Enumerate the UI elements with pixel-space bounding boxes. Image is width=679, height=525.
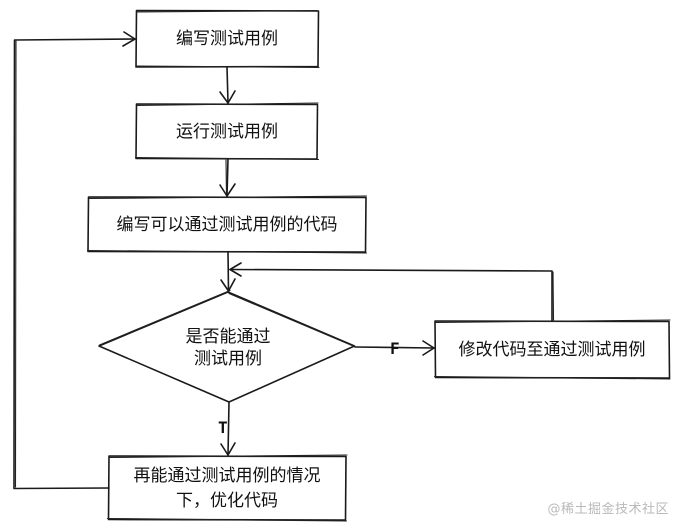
edge-decision-false: F	[354, 339, 435, 358]
node-optimize-line1: 再能通过测试用例的情况	[134, 466, 321, 486]
node-run-test-label: 运行测试用例	[176, 122, 278, 142]
node-decision: 是否能通过 测试用例	[98, 289, 357, 403]
node-write-code-label: 编写可以通过测试用例的代码	[117, 215, 338, 235]
edge-decision-true: T	[218, 401, 236, 456]
node-decision-line2: 测试用例	[194, 349, 262, 369]
node-write-code: 编写可以通过测试用例的代码	[86, 195, 368, 254]
node-fix-code-label: 修改代码至通过测试用例	[459, 340, 646, 360]
node-write-test: 编写测试用例	[135, 9, 320, 69]
edge-optimize-loop-back	[13, 31, 136, 490]
watermark: @稀土掘金技术社区	[547, 502, 669, 517]
node-decision-line1: 是否能通过	[186, 327, 271, 347]
edge-run-test-to-write-code	[219, 158, 236, 197]
edge-true-label: T	[218, 418, 228, 437]
node-write-test-label: 编写测试用例	[176, 29, 278, 49]
edge-write-code-to-decision	[220, 251, 236, 292]
node-optimize-line2: 下，优化代码	[176, 491, 278, 511]
node-optimize: 再能通过测试用例的情况 下，优化代码	[106, 454, 348, 522]
edge-fix-loop-back	[229, 262, 555, 322]
node-fix-code: 修改代码至通过测试用例	[433, 319, 671, 380]
node-run-test: 运行测试用例	[134, 102, 320, 161]
edge-write-test-to-run-test	[219, 66, 236, 104]
edge-false-label: F	[390, 339, 400, 358]
